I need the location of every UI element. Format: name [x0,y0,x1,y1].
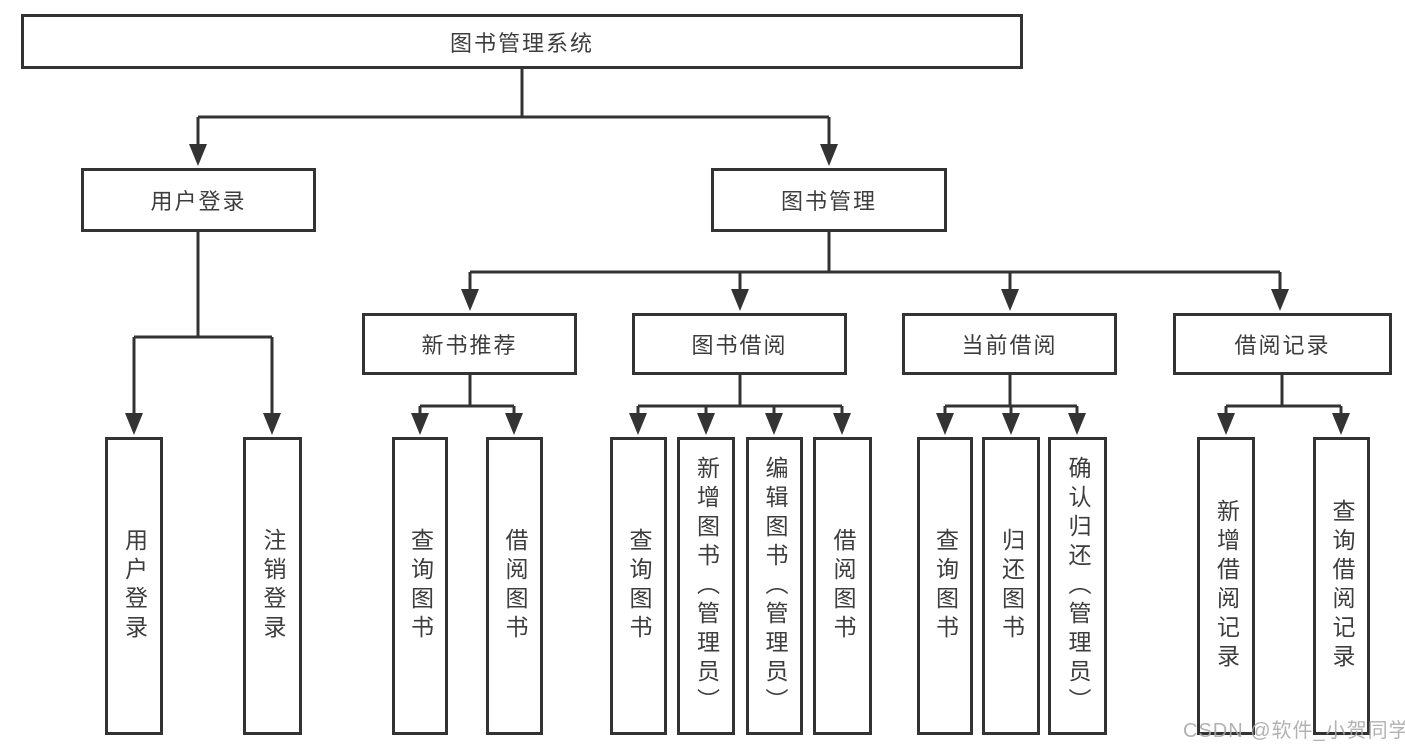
node-book-management: 图书管理 [711,168,947,232]
node-label: 新增图书（管理员） [693,455,720,717]
node-label: 编辑图书（管理员） [762,455,788,717]
node-label: 借阅图书 [502,528,528,644]
leaf-borrow-book: 借阅图书 [813,437,872,735]
node-user-login: 用户登录 [81,168,316,232]
node-label: 新增借阅记录 [1213,499,1240,673]
leaf-edit-book-admin: 编辑图书（管理员） [746,437,803,735]
node-label: 查询图书 [932,528,959,644]
leaf-return-book: 归还图书 [982,437,1040,735]
node-new-book-recommend: 新书推荐 [362,313,577,375]
leaf-user-login: 用户登录 [105,437,163,735]
node-label: 确认归还（管理员） [1065,455,1091,717]
leaf-confirm-return-admin: 确认归还（管理员） [1048,437,1107,735]
node-borrow-records: 借阅记录 [1173,313,1392,375]
leaf-borrow-book-recommend: 借阅图书 [486,437,543,735]
node-label: 归还图书 [998,528,1025,644]
node-label: 注销登录 [260,528,286,644]
leaf-query-book-borrow: 查询图书 [610,437,667,735]
leaf-query-book-recommend: 查询图书 [392,437,448,735]
node-label: 查询图书 [626,528,652,644]
csdn-watermark: CSDN @软件_小贺同学 [1183,720,1405,742]
node-label: 新书推荐 [421,333,518,358]
leaf-query-borrow-record: 查询借阅记录 [1313,437,1370,735]
leaf-query-book-current: 查询图书 [917,437,973,735]
node-library-management-system: 图书管理系统 [21,14,1023,69]
node-label: 图书管理 [780,189,877,214]
node-label: 查询图书 [407,528,434,644]
node-label: 借阅记录 [1234,333,1331,358]
node-label: 借阅图书 [830,528,856,644]
node-book-borrow: 图书借阅 [632,313,847,375]
node-label: 图书借阅 [691,333,788,358]
node-label: 图书管理系统 [449,30,594,56]
leaf-logout: 注销登录 [243,437,302,735]
node-label: 查询借阅记录 [1329,499,1355,673]
node-label: 当前借阅 [961,333,1058,358]
leaf-add-borrow-record: 新增借阅记录 [1197,437,1255,735]
node-label: 用户登录 [150,189,247,214]
node-current-borrow: 当前借阅 [902,313,1117,375]
node-label: 用户登录 [121,528,148,644]
leaf-add-book-admin: 新增图书（管理员） [677,437,735,735]
